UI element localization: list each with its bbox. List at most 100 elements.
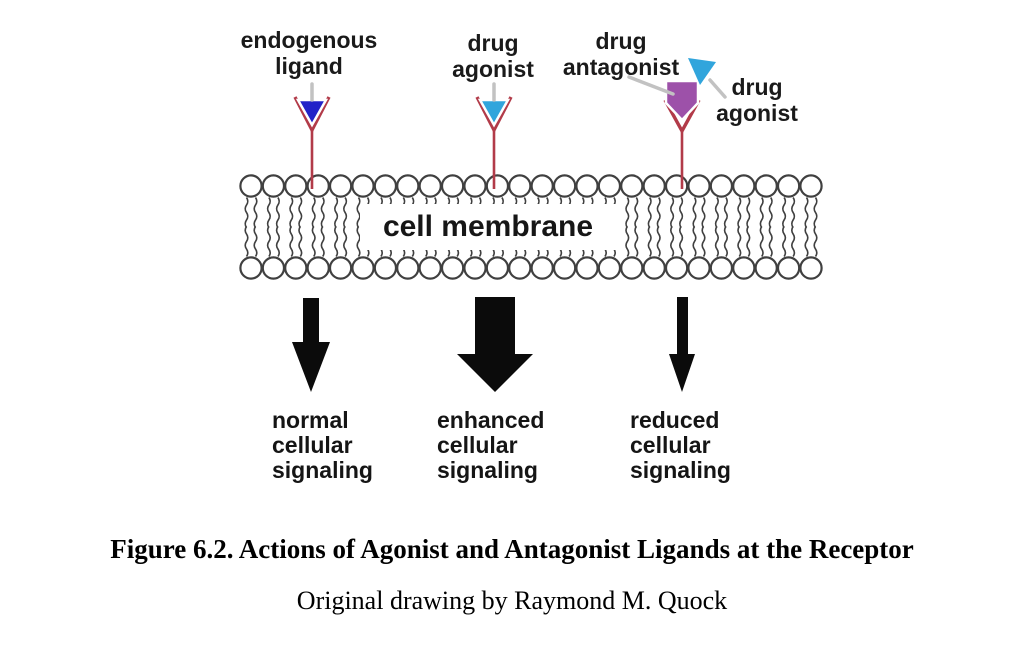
lipid-head bbox=[687, 256, 711, 280]
lipid-tail bbox=[253, 226, 258, 257]
lipid-tail bbox=[723, 197, 728, 228]
lipid-head bbox=[709, 174, 734, 198]
lipid-tail bbox=[714, 226, 719, 257]
lipid-tail bbox=[746, 197, 751, 228]
lipid-tail bbox=[679, 197, 684, 228]
cell-membrane-label: cell membrane bbox=[360, 204, 616, 250]
lipid-tail bbox=[320, 197, 325, 228]
lipid-tail bbox=[656, 197, 661, 228]
lipid-head bbox=[530, 256, 554, 280]
lipid-tail bbox=[768, 197, 773, 228]
lipid-tail bbox=[634, 197, 639, 228]
lipid-tail bbox=[266, 226, 271, 257]
lipid-head bbox=[396, 256, 420, 280]
label-line: signaling bbox=[630, 457, 731, 483]
lipid-tail bbox=[356, 197, 361, 228]
lipid-tail bbox=[625, 197, 630, 228]
lipid-head bbox=[508, 174, 532, 198]
lipid-tail bbox=[737, 197, 742, 228]
figure-credit: Original drawing by Raymond M. Quock bbox=[296, 586, 728, 615]
label-drug-agonist-center: drug agonist bbox=[413, 30, 573, 82]
lipid-tail bbox=[289, 197, 294, 228]
label-line: cellular bbox=[630, 432, 711, 458]
lipid-tail bbox=[356, 226, 361, 257]
lipid-head bbox=[284, 174, 308, 198]
label-line: antagonist bbox=[562, 54, 680, 80]
label-line: cellular bbox=[437, 432, 518, 458]
label-normal-signaling: normal cellular signaling bbox=[272, 408, 373, 483]
lipid-tail bbox=[253, 197, 258, 228]
lipid-tail bbox=[298, 197, 303, 228]
lipid-head bbox=[597, 256, 622, 280]
lipid-head bbox=[239, 256, 263, 280]
lipid-head bbox=[620, 256, 644, 280]
lipid-head bbox=[687, 174, 711, 198]
lipid-tail bbox=[782, 197, 787, 228]
lipid-head bbox=[418, 256, 442, 280]
lipid-tail bbox=[813, 197, 818, 228]
lipid-head bbox=[664, 256, 689, 280]
lipid-head bbox=[261, 256, 286, 280]
lipid-tail bbox=[813, 226, 818, 257]
lipid-tail bbox=[701, 197, 706, 228]
arrow-reduced-signaling bbox=[669, 297, 695, 392]
receptor-binding-site bbox=[663, 99, 701, 135]
receptor-agonist bbox=[475, 96, 513, 189]
lipid-head bbox=[552, 174, 577, 198]
lipid-head bbox=[776, 256, 801, 280]
lipid-head bbox=[508, 256, 532, 280]
membrane-lipids bbox=[239, 174, 823, 280]
connector-agonist-right bbox=[708, 78, 727, 99]
receptor-binding-site bbox=[293, 96, 331, 134]
label-line: cellular bbox=[272, 432, 353, 458]
lipid-head bbox=[799, 256, 823, 280]
receptor-antagonist bbox=[663, 58, 716, 189]
label-line: agonist bbox=[716, 100, 798, 126]
lipid-head bbox=[754, 256, 778, 280]
lipid-head bbox=[373, 256, 398, 280]
label-line: agonist bbox=[452, 56, 534, 82]
lipid-head bbox=[373, 174, 398, 198]
lipid-tail bbox=[343, 197, 348, 228]
receptor-endogenous bbox=[293, 96, 331, 189]
lipid-tail bbox=[656, 226, 661, 257]
lipid-tail bbox=[746, 226, 751, 257]
label-reduced-signaling: reduced cellular signaling bbox=[630, 408, 731, 483]
label-line: drug bbox=[731, 74, 783, 100]
lipid-tail bbox=[714, 197, 719, 228]
lipid-head bbox=[709, 256, 734, 280]
lipid-head bbox=[552, 256, 577, 280]
lipid-head bbox=[754, 174, 778, 198]
lipid-tail bbox=[737, 226, 742, 257]
lipid-head bbox=[732, 256, 756, 280]
label-line: signaling bbox=[272, 457, 373, 483]
lipid-tail bbox=[692, 197, 697, 228]
lipid-tail bbox=[679, 226, 684, 257]
lipid-tail bbox=[298, 226, 303, 257]
lipid-tail bbox=[275, 197, 280, 228]
lipid-head bbox=[776, 174, 801, 198]
label-line: ligand bbox=[275, 53, 343, 79]
lipid-head bbox=[530, 174, 554, 198]
lipid-tail bbox=[701, 226, 706, 257]
lipid-tail bbox=[791, 226, 796, 257]
label-line: drug bbox=[467, 30, 519, 56]
lipid-head bbox=[306, 256, 330, 280]
lipid-tail bbox=[692, 226, 697, 257]
label-line: enhanced bbox=[437, 407, 545, 433]
lipid-head bbox=[418, 174, 442, 198]
lipid-tail bbox=[320, 226, 325, 257]
lipid-tail bbox=[311, 226, 316, 257]
lipid-head bbox=[485, 174, 510, 198]
lipid-tail bbox=[768, 226, 773, 257]
lipid-tail bbox=[311, 197, 316, 228]
connector-antagonist bbox=[627, 75, 675, 96]
label-enhanced-signaling: enhanced cellular signaling bbox=[437, 408, 544, 483]
arrow-enhanced-signaling bbox=[457, 297, 533, 392]
lipid-tail bbox=[670, 226, 675, 257]
lipid-tail bbox=[289, 226, 294, 257]
lipid-head bbox=[463, 256, 487, 280]
lipid-head bbox=[440, 174, 465, 198]
label-line: endogenous bbox=[240, 27, 378, 53]
lipid-head bbox=[620, 174, 644, 198]
